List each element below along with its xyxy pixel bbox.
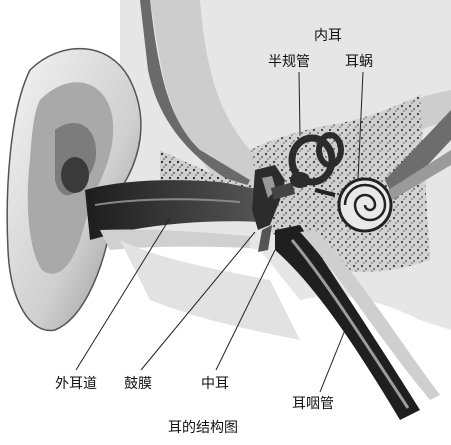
ear-canal (85, 180, 262, 250)
label-semicircular-canals: 半规管 (268, 54, 310, 70)
label-middle-ear: 中耳 (201, 376, 229, 392)
label-eardrum: 鼓膜 (124, 376, 152, 392)
label-eustachian-tube: 耳咽管 (292, 396, 334, 412)
label-inner-ear: 内耳 (314, 28, 342, 44)
label-ear-canal: 外耳道 (55, 376, 97, 392)
figure-caption: 耳的结构图 (168, 420, 238, 436)
leader-eustachian-tube (320, 330, 345, 392)
label-cochlea: 耳蜗 (345, 54, 373, 70)
